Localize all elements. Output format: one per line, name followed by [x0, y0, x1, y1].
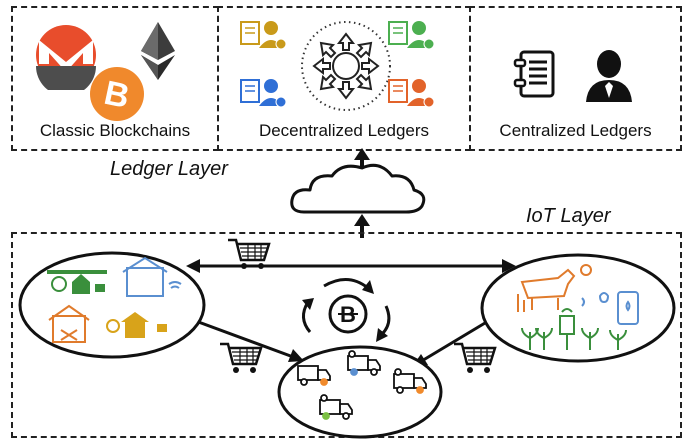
cart-icon	[228, 238, 271, 269]
decentralized-network-diagram	[240, 21, 435, 111]
cart-icon	[220, 342, 263, 373]
user-icon	[388, 21, 435, 50]
user-icon	[240, 79, 287, 108]
user-icon	[388, 79, 435, 108]
agriculture-circle	[480, 253, 676, 363]
decentralized-ledgers-panel: Decentralized Ledgers	[217, 6, 471, 151]
ledger-layer-label: Ledger Layer	[110, 158, 228, 180]
user-icon	[586, 50, 632, 102]
cart-icon	[454, 342, 497, 373]
monero-icon	[36, 25, 96, 90]
truck-icon	[393, 368, 427, 394]
truck-icon	[347, 350, 381, 376]
classic-blockchains-panel: B Classic Blockchains	[11, 6, 219, 151]
ethereum-icon	[141, 22, 175, 80]
ledger-book-icon	[513, 50, 555, 98]
recycle-bitcoin-icon: B	[302, 278, 391, 342]
bitcoin-icon: B	[90, 67, 144, 121]
truck-icon	[319, 394, 353, 420]
centralized-ledgers-panel: Centralized Ledgers	[469, 6, 682, 151]
user-icon	[240, 21, 287, 50]
logistics-circle	[277, 345, 443, 439]
farm-icon	[47, 256, 182, 343]
farms-circle	[18, 251, 206, 359]
truck-icon	[297, 365, 331, 386]
cloud-icon	[290, 148, 426, 238]
centralized-ledgers-label: Centralized Ledgers	[499, 121, 652, 140]
cow-icon	[517, 268, 576, 312]
classic-blockchains-label: Classic Blockchains	[39, 121, 191, 140]
decentralized-ledgers-label: Decentralized Ledgers	[258, 121, 430, 140]
iot-layer-label: IoT Layer	[526, 205, 611, 227]
